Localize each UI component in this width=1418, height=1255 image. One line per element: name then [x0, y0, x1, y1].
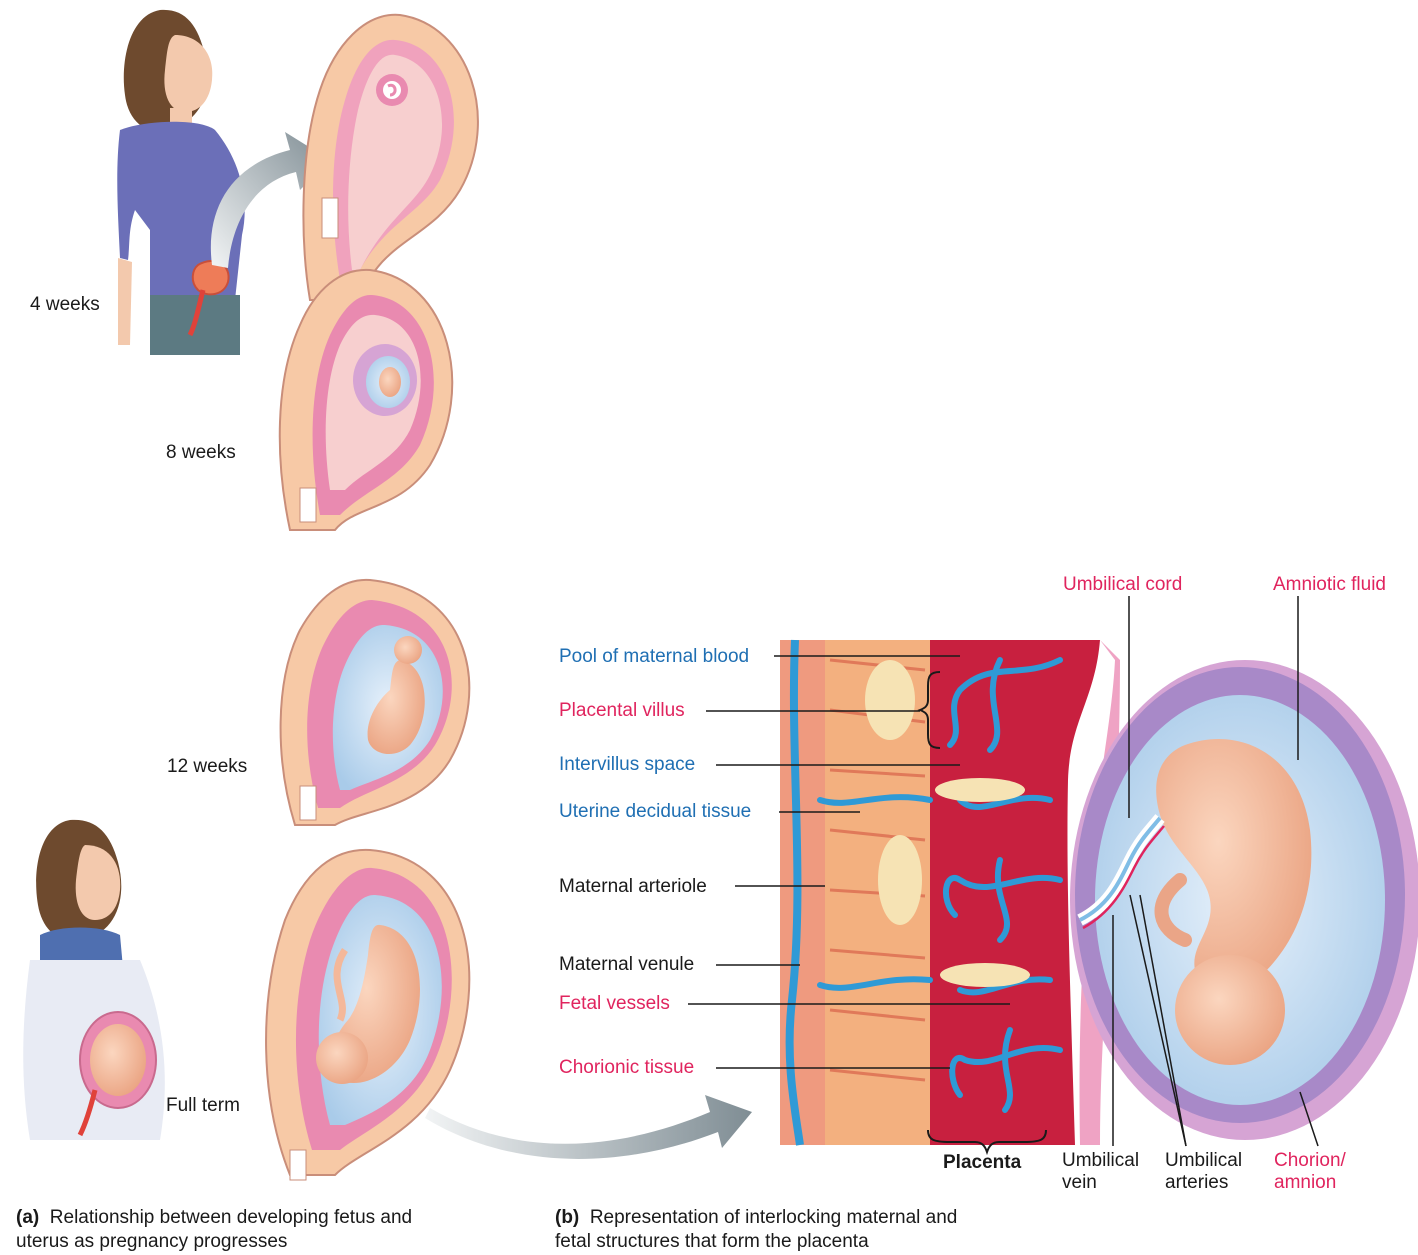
label-intervillus-space: Intervillus space: [559, 754, 695, 776]
label-uterine-decidual-tissue: Uterine decidual tissue: [559, 801, 751, 823]
stage-label-12-weeks: 12 weeks: [167, 756, 247, 778]
caption-b-tag: (b): [555, 1207, 579, 1228]
uterus-12-weeks: [281, 580, 470, 825]
label-chorionic-tissue: Chorionic tissue: [559, 1057, 694, 1079]
label-umbilical-vein: Umbilical vein: [1062, 1150, 1152, 1194]
label-maternal-arteriole: Maternal arteriole: [559, 876, 707, 898]
uterus-8-weeks: [280, 270, 452, 530]
caption-b-text: Representation of interlocking maternal …: [555, 1207, 957, 1252]
caption-b: (b) Representation of interlocking mater…: [555, 1206, 995, 1254]
curved-arrow-b: [425, 1095, 752, 1159]
label-placenta: Placenta: [943, 1152, 1021, 1174]
uterus-4-weeks: [303, 15, 477, 300]
stage-label-8-weeks: 8 weeks: [166, 442, 236, 464]
label-chorion-amnion: Chorion/ amnion: [1274, 1150, 1356, 1194]
placenta-cross-section: [780, 640, 1418, 1145]
label-amniotic-fluid: Amniotic fluid: [1273, 574, 1386, 596]
stage-label-4-weeks: 4 weeks: [30, 294, 100, 316]
caption-a: (a) Relationship between developing fetu…: [16, 1206, 456, 1254]
woman-full-term: [23, 820, 165, 1140]
label-umbilical-cord: Umbilical cord: [1063, 574, 1182, 596]
caption-a-tag: (a): [16, 1207, 39, 1228]
label-umbilical-arteries: Umbilical arteries: [1165, 1150, 1255, 1194]
uterus-full-term: [266, 850, 469, 1180]
label-fetal-vessels: Fetal vessels: [559, 993, 670, 1015]
woman-4-weeks: [117, 10, 244, 355]
label-placental-villus: Placental villus: [559, 700, 685, 722]
stage-label-full-term: Full term: [166, 1095, 240, 1117]
label-pool-of-maternal-blood: Pool of maternal blood: [559, 646, 749, 668]
label-maternal-venule: Maternal venule: [559, 954, 694, 976]
caption-a-text: Relationship between developing fetus an…: [16, 1207, 412, 1252]
